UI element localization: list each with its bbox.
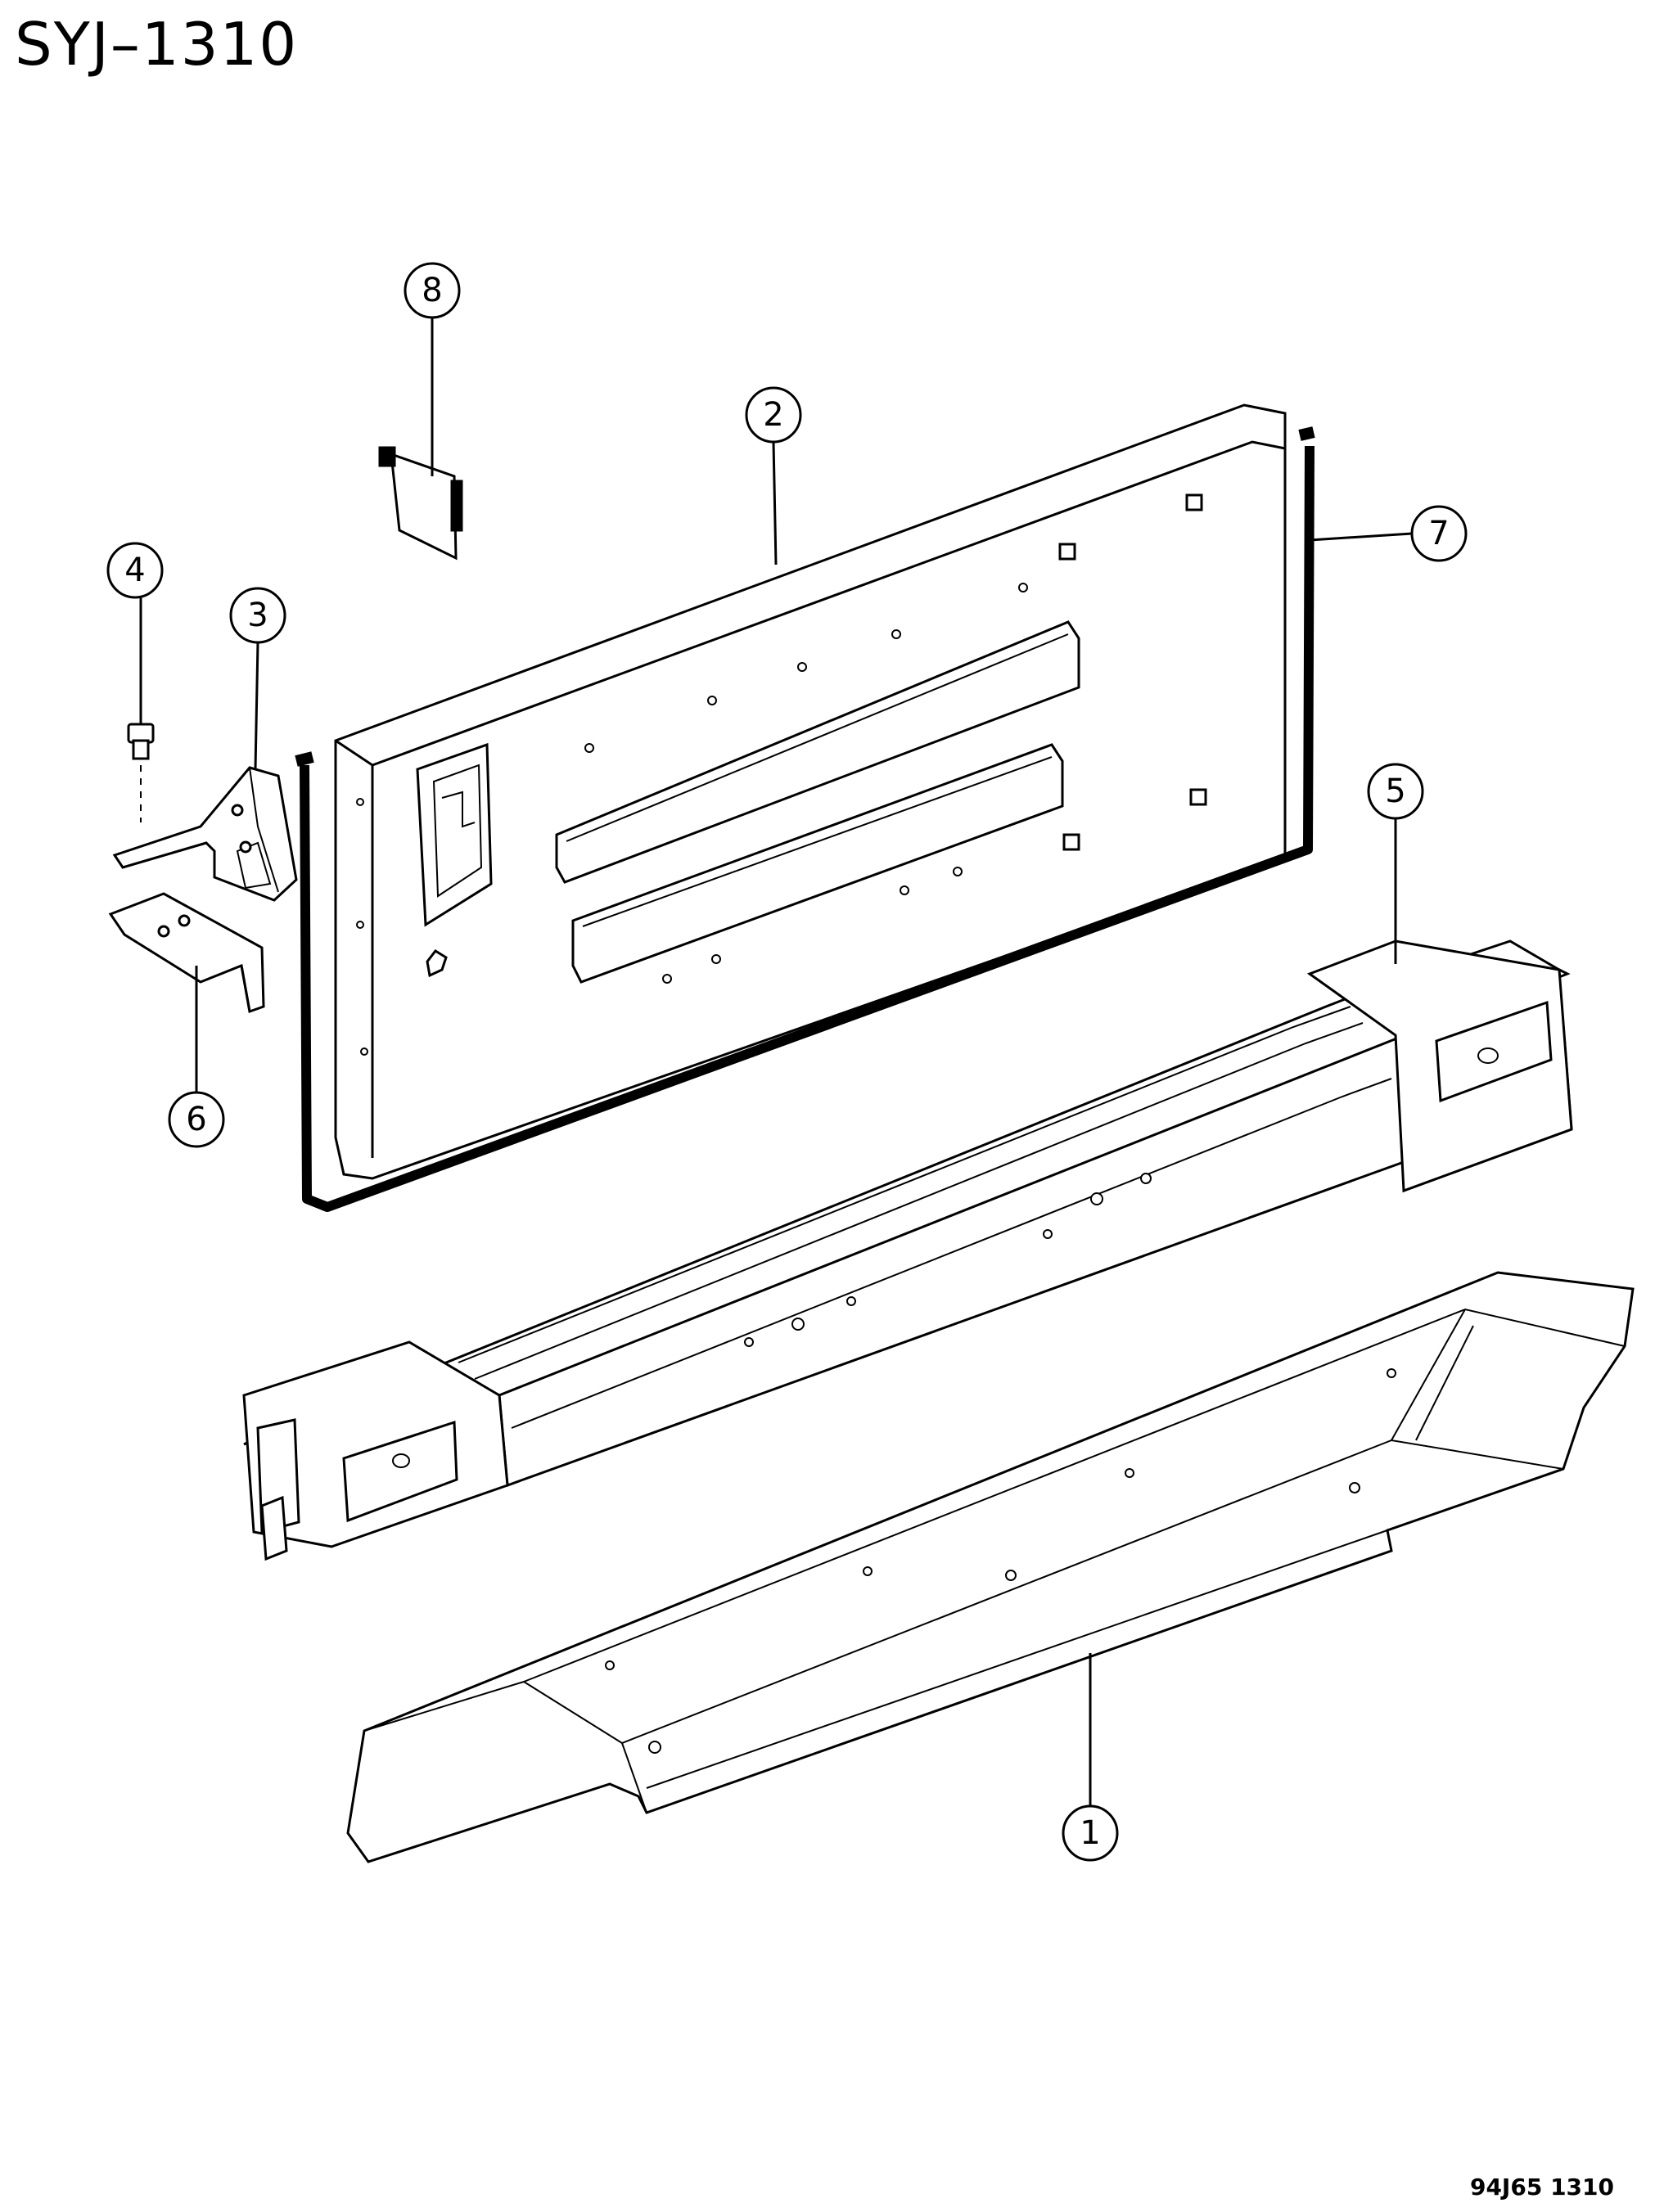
part-2-tailgate-panel bbox=[334, 403, 1287, 1180]
part-1-bumper bbox=[346, 1271, 1635, 1863]
callout-2-label: 2 bbox=[763, 396, 783, 434]
part-1-holes bbox=[605, 1368, 1396, 1754]
callout-7: 7 bbox=[1410, 505, 1468, 562]
part-7-weatherstrip bbox=[295, 426, 1315, 1212]
part-4-bolt bbox=[127, 723, 155, 822]
callout-5: 5 bbox=[1367, 763, 1424, 820]
part-8-label-plate bbox=[378, 446, 463, 561]
callout-2: 2 bbox=[745, 386, 802, 444]
callout-5-label: 5 bbox=[1385, 773, 1405, 810]
part-5-holes bbox=[392, 1047, 1499, 1468]
part-6-hinge-bracket bbox=[108, 892, 265, 1014]
callout-3: 3 bbox=[229, 587, 286, 644]
part-5-crossmember bbox=[242, 939, 1573, 1561]
callout-7-label: 7 bbox=[1428, 515, 1449, 552]
part-2-holes bbox=[356, 583, 1028, 1056]
callout-6-label: 6 bbox=[186, 1101, 206, 1138]
callout-1-label: 1 bbox=[1080, 1814, 1100, 1852]
callout-3-label: 3 bbox=[247, 597, 268, 634]
callout-6: 6 bbox=[168, 1091, 225, 1148]
callout-8-label: 8 bbox=[422, 272, 442, 309]
callout-1: 1 bbox=[1062, 1804, 1119, 1862]
callout-8: 8 bbox=[404, 262, 461, 319]
figure-reference-code: 94J65 1310 bbox=[1469, 2174, 1614, 2201]
callout-4-label: 4 bbox=[124, 552, 145, 589]
diagram-code: SYJ–1310 bbox=[15, 10, 299, 79]
leader-lines bbox=[139, 318, 1413, 1806]
callout-4: 4 bbox=[106, 542, 164, 599]
part-3-hinge bbox=[112, 766, 298, 902]
